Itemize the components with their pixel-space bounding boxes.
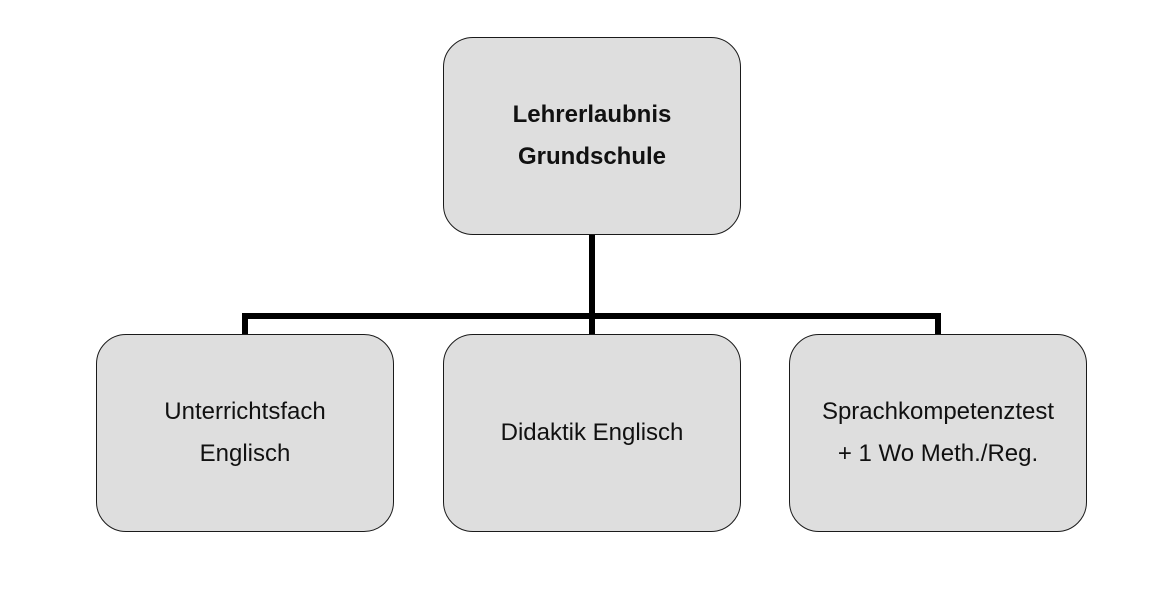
root-node-lehrerlaubnis: Lehrerlaubnis Grundschule — [443, 37, 741, 235]
child-node-unterrichtsfach: Unterrichtsfach Englisch — [96, 334, 394, 532]
child-node-2-line-1: Didaktik Englisch — [500, 419, 684, 446]
child-node-1-line-1: Unterrichtsfach — [164, 398, 326, 425]
child-node-didaktik: Didaktik Englisch — [443, 334, 741, 532]
child-node-3-line-2: + 1 Wo Meth./Reg. — [837, 440, 1039, 467]
child-node-sprachkompetenztest: Sprachkompetenztest + 1 Wo Meth./Reg. — [789, 334, 1087, 532]
root-node-line-2: Grundschule — [517, 143, 667, 170]
root-node-line-1: Lehrerlaubnis — [512, 101, 672, 128]
child-node-1-line-2: Englisch — [199, 440, 291, 467]
child-node-3-line-1: Sprachkompetenztest — [821, 398, 1055, 425]
